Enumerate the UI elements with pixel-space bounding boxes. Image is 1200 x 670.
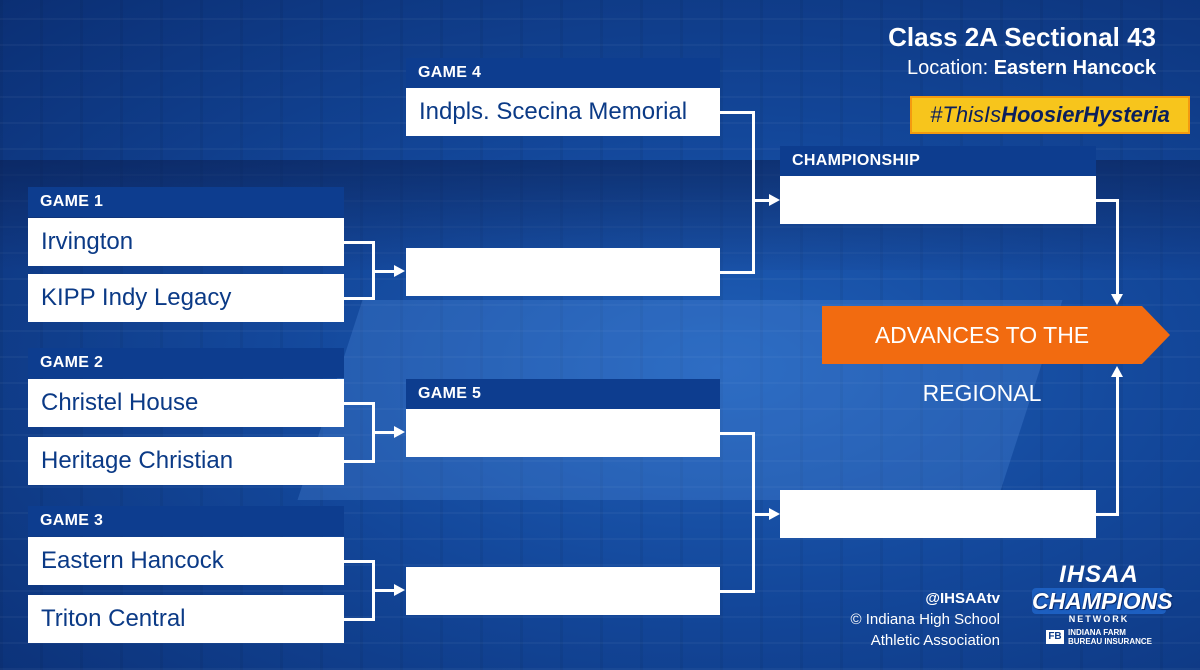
connector-line xyxy=(752,513,770,516)
connector-line xyxy=(372,270,394,273)
hashtag-prefix: #ThisIs xyxy=(930,102,1002,127)
connector-line xyxy=(1116,377,1119,516)
advances-to-regional-banner: ADVANCES TO THE REGIONAL xyxy=(822,306,1142,406)
game4-team-a[interactable]: Indpls. Scecina Memorial xyxy=(406,88,720,136)
logo-line-3: NETWORK xyxy=(1068,614,1130,624)
arrow-right-icon xyxy=(394,426,405,438)
game5-team-a[interactable] xyxy=(406,409,720,457)
logo-line-1: IHSAA xyxy=(1059,561,1139,588)
arrow-down-icon xyxy=(1111,294,1123,305)
connector-line xyxy=(752,111,755,274)
sponsor-line-2: BUREAU INSURANCE xyxy=(1067,637,1152,646)
sectional-title: Class 2A Sectional 43 xyxy=(888,22,1156,52)
arrow-right-icon xyxy=(394,265,405,277)
connector-line xyxy=(344,297,374,300)
game2-label: GAME 2 xyxy=(28,348,344,378)
connector-line xyxy=(720,271,754,274)
advances-arrow-tip xyxy=(1142,306,1170,364)
sectional-location: Location: Eastern Hancock xyxy=(907,57,1156,80)
farm-bureau-icon: FB xyxy=(1045,630,1064,644)
twitter-handle: @IHSAAtv xyxy=(925,590,1000,607)
ihsaa-champions-network-logo: IHSAA CHAMPIONS NETWORK FB INDIANA FARM … xyxy=(1032,561,1173,658)
connector-line xyxy=(752,199,770,202)
sponsor-line-1: INDIANA FARM xyxy=(1067,628,1126,637)
game3-label: GAME 3 xyxy=(28,506,344,536)
game1-team-b[interactable]: KIPP Indy Legacy xyxy=(28,274,344,322)
game3-team-a[interactable]: Eastern Hancock xyxy=(28,537,344,585)
connector-line xyxy=(1096,199,1119,202)
game1-label: GAME 1 xyxy=(28,187,344,217)
location-value: Eastern Hancock xyxy=(993,57,1156,79)
connector-line xyxy=(372,589,394,592)
connector-line xyxy=(1096,513,1119,516)
connector-line xyxy=(1116,199,1119,294)
game5-label: GAME 5 xyxy=(406,379,720,409)
connector-line xyxy=(752,432,755,593)
credit-line-2: © Indiana High School xyxy=(850,611,1000,628)
championship-team-a[interactable] xyxy=(780,176,1096,224)
copyright-credit: @IHSAAtv © Indiana High School Athletic … xyxy=(851,588,1000,651)
connector-line xyxy=(344,560,374,563)
connector-line xyxy=(344,460,374,463)
connector-line xyxy=(372,431,394,434)
logo-line-2: CHAMPIONS xyxy=(1032,588,1173,614)
sponsor-lockup: FB INDIANA FARM BUREAU INSURANCE xyxy=(1032,628,1166,646)
connector-line xyxy=(720,590,754,593)
game1-team-a[interactable]: Irvington xyxy=(28,218,344,266)
hashtag-bold: HoosierHysteria xyxy=(1001,102,1170,127)
arrow-right-icon xyxy=(394,584,405,596)
location-label: Location: xyxy=(906,57,989,79)
connector-line xyxy=(344,402,374,405)
credit-line-3: Athletic Association xyxy=(870,632,1000,649)
connector-line xyxy=(344,618,374,621)
championship-label: CHAMPIONSHIP xyxy=(780,146,1096,176)
game4-label: GAME 4 xyxy=(406,58,720,88)
game4-team-b[interactable] xyxy=(406,248,720,296)
connector-line xyxy=(344,241,374,244)
arrow-right-icon xyxy=(769,194,780,206)
arrow-up-icon xyxy=(1111,366,1123,377)
connector-line xyxy=(720,432,754,435)
hashtag-badge: #ThisIsHoosierHysteria xyxy=(910,96,1190,134)
game3-team-b[interactable]: Triton Central xyxy=(28,595,344,643)
sponsor-text: INDIANA FARM BUREAU INSURANCE xyxy=(1068,628,1152,646)
arrow-right-icon xyxy=(769,508,780,520)
game5-team-b[interactable] xyxy=(406,567,720,615)
connector-line xyxy=(720,111,754,114)
game2-team-b[interactable]: Heritage Christian xyxy=(28,437,344,485)
game2-team-a[interactable]: Christel House xyxy=(28,379,344,427)
championship-team-b[interactable] xyxy=(780,490,1096,538)
